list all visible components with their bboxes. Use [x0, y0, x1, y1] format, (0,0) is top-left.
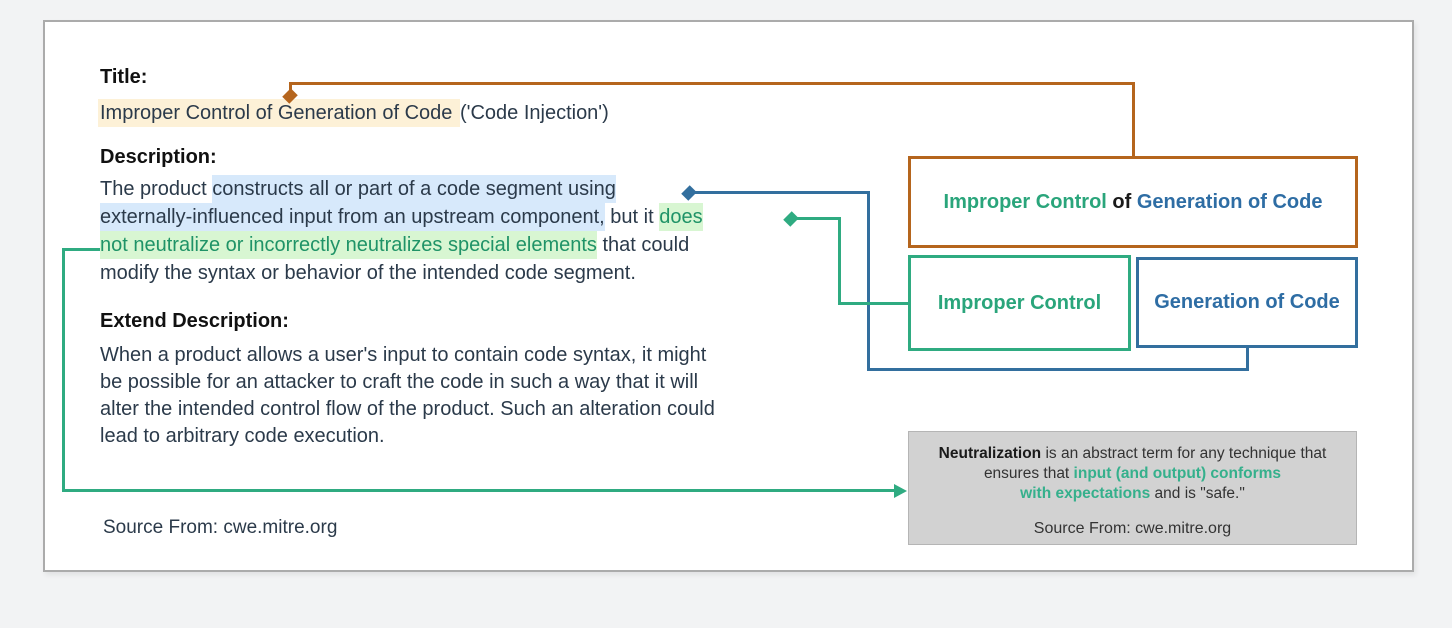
extend-line-2: be possible for an attacker to craft the…: [100, 371, 699, 393]
neutralize-connector-stub: [62, 248, 100, 251]
extend-line-1: When a product allows a user's input to …: [100, 344, 707, 366]
neutralize-connector-arrowhead: [894, 483, 907, 498]
title-connector-stub: [289, 82, 292, 94]
blue-connector-horizontal-1: [692, 191, 870, 194]
title-connector-horizontal: [289, 82, 1135, 85]
extend-line-4: lead to arbitrary code execution.: [100, 425, 385, 447]
green-connector-horizontal-1: [794, 217, 841, 220]
neutralize-connector-vertical: [62, 248, 65, 492]
description-line-1: The product constructs all or part of a …: [100, 175, 703, 203]
description-heading: Description:: [100, 146, 217, 168]
note-line-2: ensures that input (and output) conforms: [983, 465, 1282, 482]
improper-control-box: Improper Control: [908, 255, 1131, 351]
title-connector-vertical: [1132, 82, 1135, 157]
extend-description-heading: Extend Description:: [100, 310, 289, 332]
source-attribution-left: Source From: cwe.mitre.org: [103, 517, 338, 538]
extend-line-3: alter the intended control flow of the p…: [100, 398, 715, 420]
generation-of-code-box: Generation of Code: [1136, 257, 1358, 348]
title-heading: Title:: [100, 66, 148, 88]
extend-description-paragraph: When a product allows a user's input to …: [100, 342, 715, 450]
blue-connector-vertical-2: [1246, 347, 1249, 371]
green-connector-vertical-1: [838, 217, 841, 305]
note-line-1: Neutralization is an abstract term for a…: [938, 445, 1327, 462]
neutralize-connector-horizontal: [62, 489, 895, 492]
title-line: Improper Control of Generation of Code (…: [98, 99, 609, 127]
description-paragraph: The product constructs all or part of a …: [100, 175, 703, 287]
combined-term-box: Improper Control of Generation of Code: [908, 156, 1358, 248]
description-line-3: not neutralize or incorrectly neutralize…: [100, 231, 703, 259]
blue-connector-vertical-1: [867, 191, 870, 371]
description-line-2: externally-influenced input from an upst…: [100, 203, 703, 231]
green-connector-horizontal-2: [838, 302, 908, 305]
neutralization-note-box: Neutralization is an abstract term for a…: [908, 431, 1357, 545]
note-line-3: with expectations and is "safe.": [1020, 485, 1245, 502]
note-source-attribution: Source From: cwe.mitre.org: [1033, 520, 1232, 537]
blue-connector-horizontal-2: [867, 368, 1249, 371]
description-line-4: modify the syntax or behavior of the int…: [100, 262, 636, 284]
